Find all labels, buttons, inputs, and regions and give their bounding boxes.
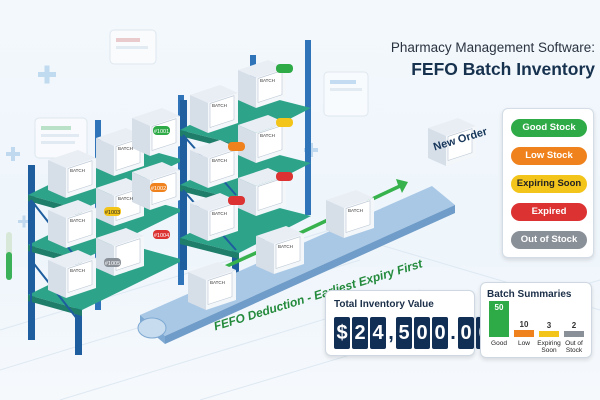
batch-summaries-title: Batch Summaries	[487, 289, 572, 300]
decor-card-icon	[34, 29, 369, 159]
svg-text:BATCH: BATCH	[70, 168, 85, 173]
svg-text:BATCH: BATCH	[212, 211, 227, 216]
legend-expired: Expired	[511, 203, 587, 221]
svg-text:BATCH: BATCH	[118, 196, 133, 201]
svg-text:#1003: #1003	[105, 210, 120, 216]
svg-text:#1004: #1004	[154, 233, 169, 239]
value-digit: 4	[370, 317, 386, 349]
svg-text:BATCH: BATCH	[260, 78, 275, 83]
total-inventory-card: Total Inventory Value $24,500.00	[325, 290, 492, 356]
svg-text:BATCH: BATCH	[70, 218, 85, 223]
summary-bar-label: Good	[491, 340, 507, 347]
value-digit: 0	[432, 317, 448, 349]
badge-expiring	[104, 207, 121, 216]
badge-good	[153, 126, 170, 135]
value-digit: ,	[388, 322, 394, 344]
value-digit: 0	[458, 317, 474, 349]
summary-bar-value: 10	[519, 320, 529, 329]
value-digit: .	[450, 322, 456, 344]
value-digit: 0	[414, 317, 430, 349]
page-subtitle: Pharmacy Management Software:	[390, 40, 595, 55]
legend-low-stock: Low Stock	[511, 147, 587, 165]
summary-bar-value: 50	[494, 303, 504, 312]
total-inventory-label: Total Inventory Value	[334, 299, 434, 310]
inventory-value-display: $24,500.00	[334, 317, 492, 349]
summary-bar-label: Out of Stock	[565, 340, 583, 354]
badge-expired	[153, 230, 170, 239]
summary-bar-label: Low	[518, 340, 530, 347]
page-title: FEFO Batch Inventory	[411, 59, 595, 79]
value-digit: $	[334, 317, 350, 349]
svg-text:BATCH: BATCH	[210, 280, 225, 285]
svg-text:BATCH: BATCH	[118, 146, 133, 151]
svg-text:#1001: #1001	[154, 129, 169, 135]
title-block: Pharmacy Management Software: FEFO Batch…	[340, 40, 595, 80]
svg-text:BATCH: BATCH	[278, 244, 293, 249]
summary-bar-value: 3	[546, 321, 552, 330]
svg-text:BATCH: BATCH	[212, 103, 227, 108]
svg-text:BATCH: BATCH	[70, 268, 85, 273]
legend-expiring-soon: Expiring Soon	[511, 175, 587, 193]
badge-out	[104, 258, 121, 267]
svg-text:#1005: #1005	[105, 261, 120, 267]
svg-text:BATCH: BATCH	[260, 133, 275, 138]
status-legend: Good Stock Low Stock Expiring Soon Expir…	[502, 108, 594, 258]
level-gauge-icon	[6, 232, 12, 280]
summary-bar	[539, 331, 559, 337]
svg-text:BATCH: BATCH	[348, 208, 363, 213]
status-badges: #1001 #1002 #1003 #1004 #1005	[104, 64, 293, 267]
box-text: BATCH BATCH BATCH BATCH BATCH BATCH BATC…	[70, 78, 363, 285]
value-digit: 2	[352, 317, 368, 349]
legend-out-of-stock: Out of Stock	[511, 231, 587, 249]
summary-bar	[564, 331, 584, 337]
svg-text:#1002: #1002	[151, 186, 166, 192]
summary-bar-label: Expiring Soon	[537, 340, 561, 354]
summary-bar	[489, 301, 509, 337]
flow-arrow-icon	[225, 179, 408, 268]
svg-text:BATCH: BATCH	[212, 158, 227, 163]
legend-good-stock: Good Stock	[511, 119, 587, 137]
summary-bar-value: 2	[571, 321, 577, 330]
value-digit: 5	[396, 317, 412, 349]
box-group-left	[47, 107, 181, 299]
summary-bar	[514, 330, 534, 337]
badge-low	[150, 183, 167, 192]
